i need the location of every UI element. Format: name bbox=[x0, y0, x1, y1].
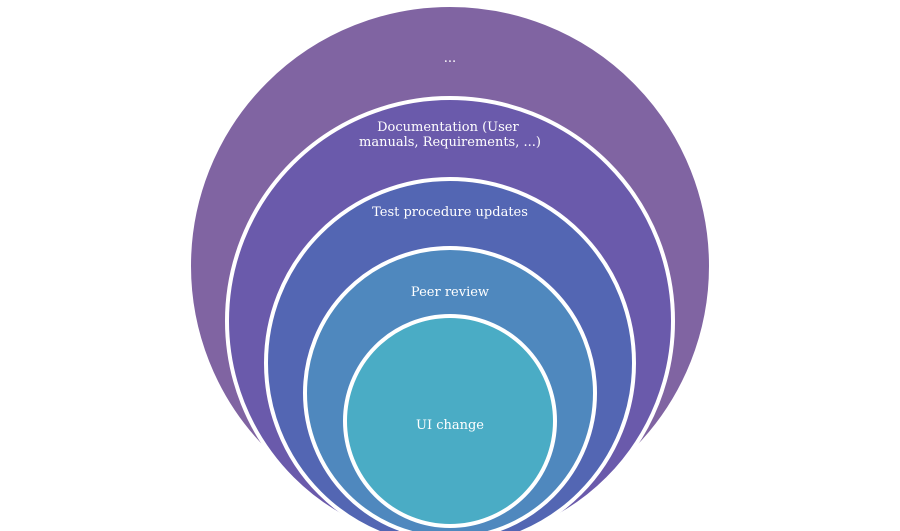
layer-5-label: ... bbox=[444, 51, 456, 66]
layer-4-label-line-1: Documentation (User bbox=[377, 120, 519, 135]
layer-1-label: UI change bbox=[416, 418, 484, 433]
layer-4-label-line-2: manuals, Requirements, ...) bbox=[359, 135, 541, 150]
layer-4-label: Documentation (User manuals, Requirement… bbox=[359, 120, 541, 150]
layer-2-label: Peer review bbox=[411, 285, 489, 300]
layer-1-circle bbox=[343, 314, 557, 528]
layer-3-label: Test procedure updates bbox=[372, 205, 528, 220]
